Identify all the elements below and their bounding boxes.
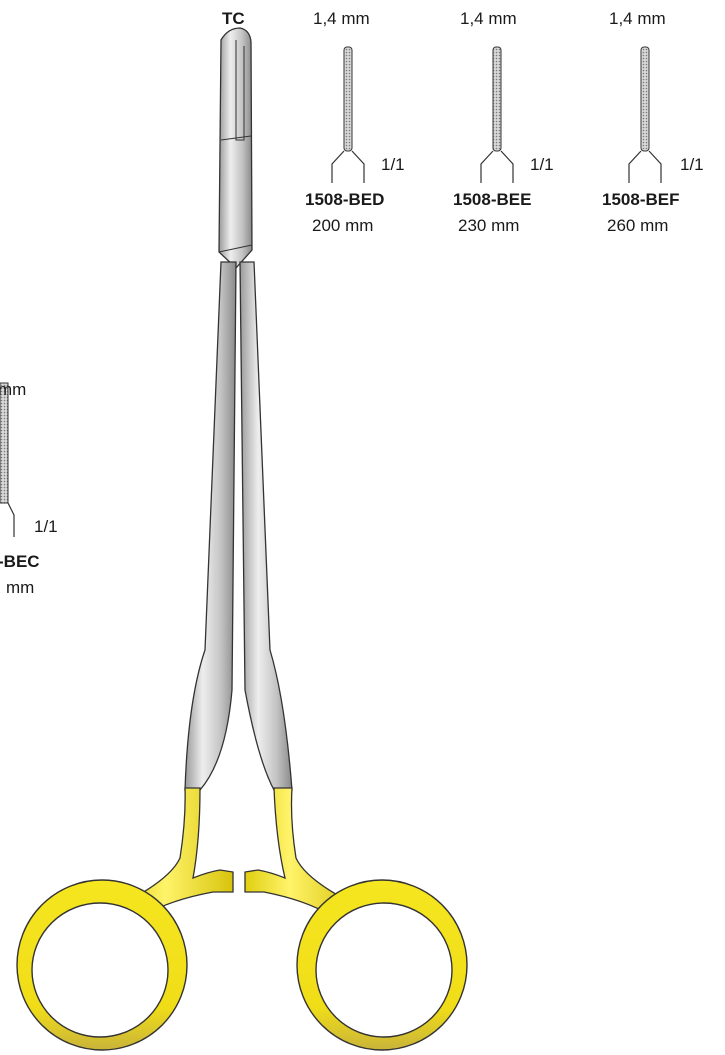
variant-1-length: 200 mm	[312, 216, 374, 235]
right-shank	[239, 261, 293, 791]
left-shank	[184, 261, 237, 791]
tip-detail-1	[331, 46, 365, 183]
variant-2-tip-width: 1,4 mm	[460, 9, 517, 28]
left-handle	[118, 787, 234, 916]
variant-2-scale: 1/1	[530, 155, 554, 174]
tip-detail-cropped	[0, 382, 15, 537]
variant-3-scale: 1/1	[680, 155, 704, 174]
needle-holder	[16, 27, 468, 1051]
variant-3-tip-width: 1,4 mm	[609, 9, 666, 28]
cropped-length: mm	[6, 578, 35, 597]
variant-2-length: 230 mm	[458, 216, 520, 235]
left-finger-ring	[16, 879, 188, 1051]
tip-detail-3	[628, 46, 662, 183]
cropped-code: -BEC	[0, 552, 40, 571]
cropped-tip-width: mm	[0, 380, 27, 399]
cropped-scale: 1/1	[34, 517, 58, 536]
variant-3-code: 1508-BEF	[602, 190, 680, 209]
tip-detail-2	[480, 46, 514, 183]
variant-1-tip-width: 1,4 mm	[313, 9, 370, 28]
variant-2-code: 1508-BEE	[453, 190, 532, 209]
right-handle	[244, 787, 358, 916]
variant-1-scale: 1/1	[381, 155, 405, 174]
variant-1-code: 1508-BED	[305, 190, 385, 209]
grade-label: TC	[222, 9, 245, 28]
right-finger-ring	[296, 879, 468, 1051]
variant-3-length: 260 mm	[607, 216, 669, 235]
